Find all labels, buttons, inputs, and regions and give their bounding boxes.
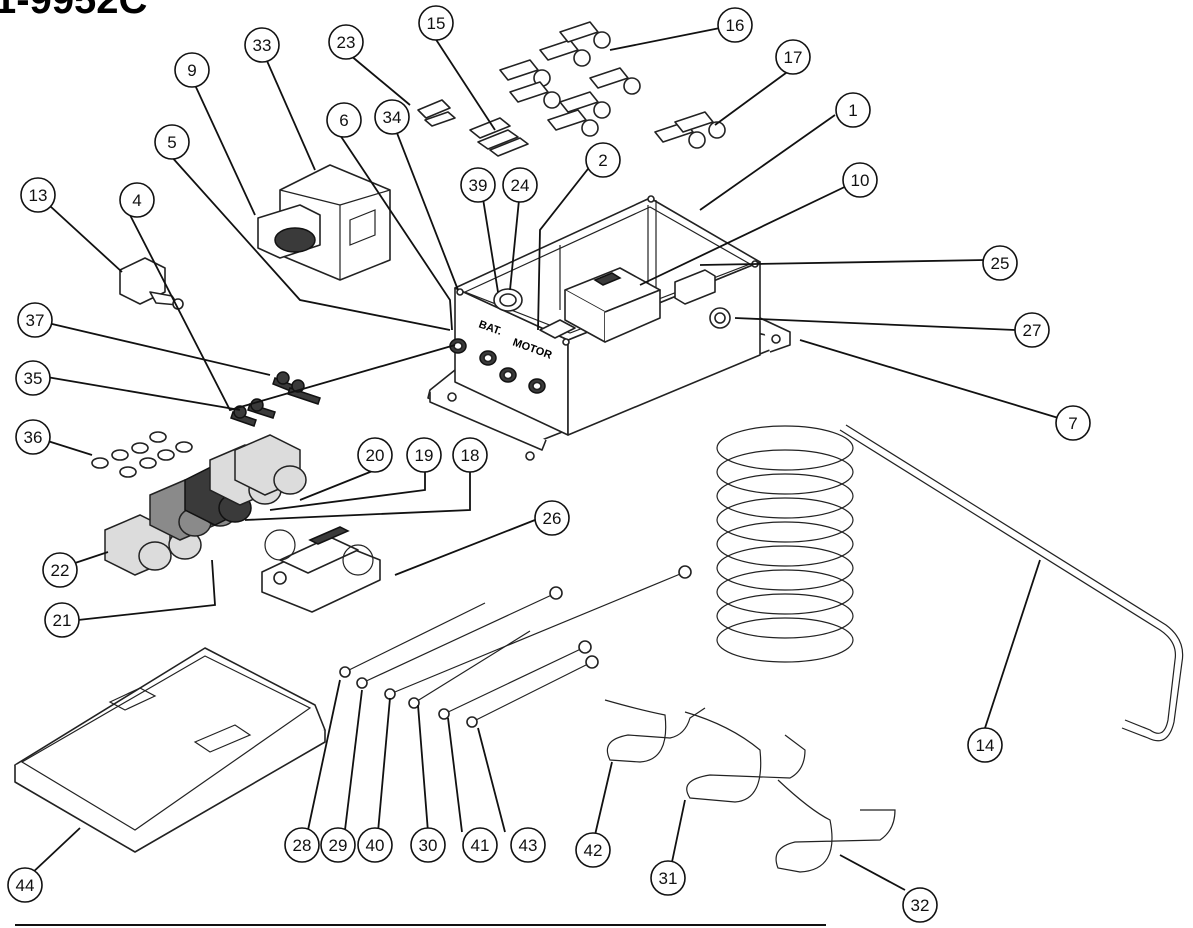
callout-39: 39 [460,167,496,203]
washers [91,431,193,478]
callout-31: 31 [650,860,686,896]
terminal-lugs-16 [499,21,641,137]
callout-number: 1 [848,101,857,120]
coiled-cable [716,424,1184,742]
callout-number: 44 [16,876,35,895]
callout-number: 2 [598,151,607,170]
callout-number: 5 [167,133,176,152]
callout-32: 32 [902,887,938,923]
callout-25: 25 [982,245,1018,281]
callout-number: 41 [471,836,490,855]
callout-10: 10 [842,162,878,198]
wire-harnesses [604,699,896,873]
callout-26: 26 [534,500,570,536]
callout-number: 32 [911,896,930,915]
enclosure-cover [14,647,326,853]
callout-number: 31 [659,869,678,888]
callout-30: 30 [410,827,446,863]
callout-number: 14 [976,736,995,755]
callout-number: 6 [339,111,348,130]
callout-44: 44 [7,867,43,903]
callout-number: 21 [53,611,72,630]
callout-17: 17 [775,39,811,75]
callout-33: 33 [244,27,280,63]
callout-1: 1 [835,92,871,128]
callout-number: 23 [337,33,356,52]
screws [230,371,321,427]
callout-number: 7 [1068,414,1077,433]
callout-18: 18 [452,437,488,473]
leader-lines [29,27,1076,891]
callout-27: 27 [1014,312,1050,348]
callout-6: 6 [326,102,362,138]
enclosure-box: BAT. MOTOR [427,195,791,461]
callout-number: 39 [469,176,488,195]
callout-number: 26 [543,509,562,528]
callout-20: 20 [357,437,393,473]
callout-number: 13 [29,186,48,205]
callout-41: 41 [462,827,498,863]
callout-number: 42 [584,841,603,860]
callout-19: 19 [406,437,442,473]
callout-number: 15 [427,14,446,33]
callout-number: 25 [991,254,1010,273]
callout-22: 22 [42,552,78,588]
callout-21: 21 [44,602,80,638]
callout-number: 36 [24,428,43,447]
callout-43: 43 [510,827,546,863]
callout-9: 9 [174,52,210,88]
callout-34: 34 [374,99,410,135]
callout-number: 22 [51,561,70,580]
callout-35: 35 [15,360,51,396]
battery-cables [339,565,692,728]
callout-number: 33 [253,36,272,55]
callout-42: 42 [575,832,611,868]
small-terminals [417,99,529,157]
callout-number: 16 [726,16,745,35]
terminal-lugs-17 [654,111,726,149]
terminal-boots [104,434,307,576]
callout-14: 14 [967,727,1003,763]
toggle-switch [119,257,184,310]
callout-number: 37 [26,311,45,330]
callout-number: 4 [132,191,141,210]
drawing-title: 1-9952C [0,0,148,22]
callout-15: 15 [418,5,454,41]
callout-4: 4 [119,182,155,218]
callout-7: 7 [1055,405,1091,441]
callout-number: 17 [784,48,803,67]
callout-number: 9 [187,61,196,80]
callout-number: 20 [366,446,385,465]
callout-number: 29 [329,836,348,855]
switch-housing [257,164,391,281]
callout-number: 35 [24,369,43,388]
callout-16: 16 [717,7,753,43]
callout-2: 2 [585,142,621,178]
callout-23: 23 [328,24,364,60]
callout-number: 34 [383,108,402,127]
circuit-breaker [261,526,381,613]
callout-number: 18 [461,446,480,465]
callout-24: 24 [502,167,538,203]
callout-36: 36 [15,419,51,455]
callout-5: 5 [154,124,190,160]
callout-number: 30 [419,836,438,855]
callout-13: 13 [20,177,56,213]
callout-40: 40 [357,827,393,863]
callout-29: 29 [320,827,356,863]
callout-number: 10 [851,171,870,190]
callout-28: 28 [284,827,320,863]
callout-number: 27 [1023,321,1042,340]
callout-37: 37 [17,302,53,338]
callout-number: 19 [415,446,434,465]
callout-number: 24 [511,176,530,195]
callout-number: 28 [293,836,312,855]
callout-number: 43 [519,836,538,855]
callout-number: 40 [366,836,385,855]
